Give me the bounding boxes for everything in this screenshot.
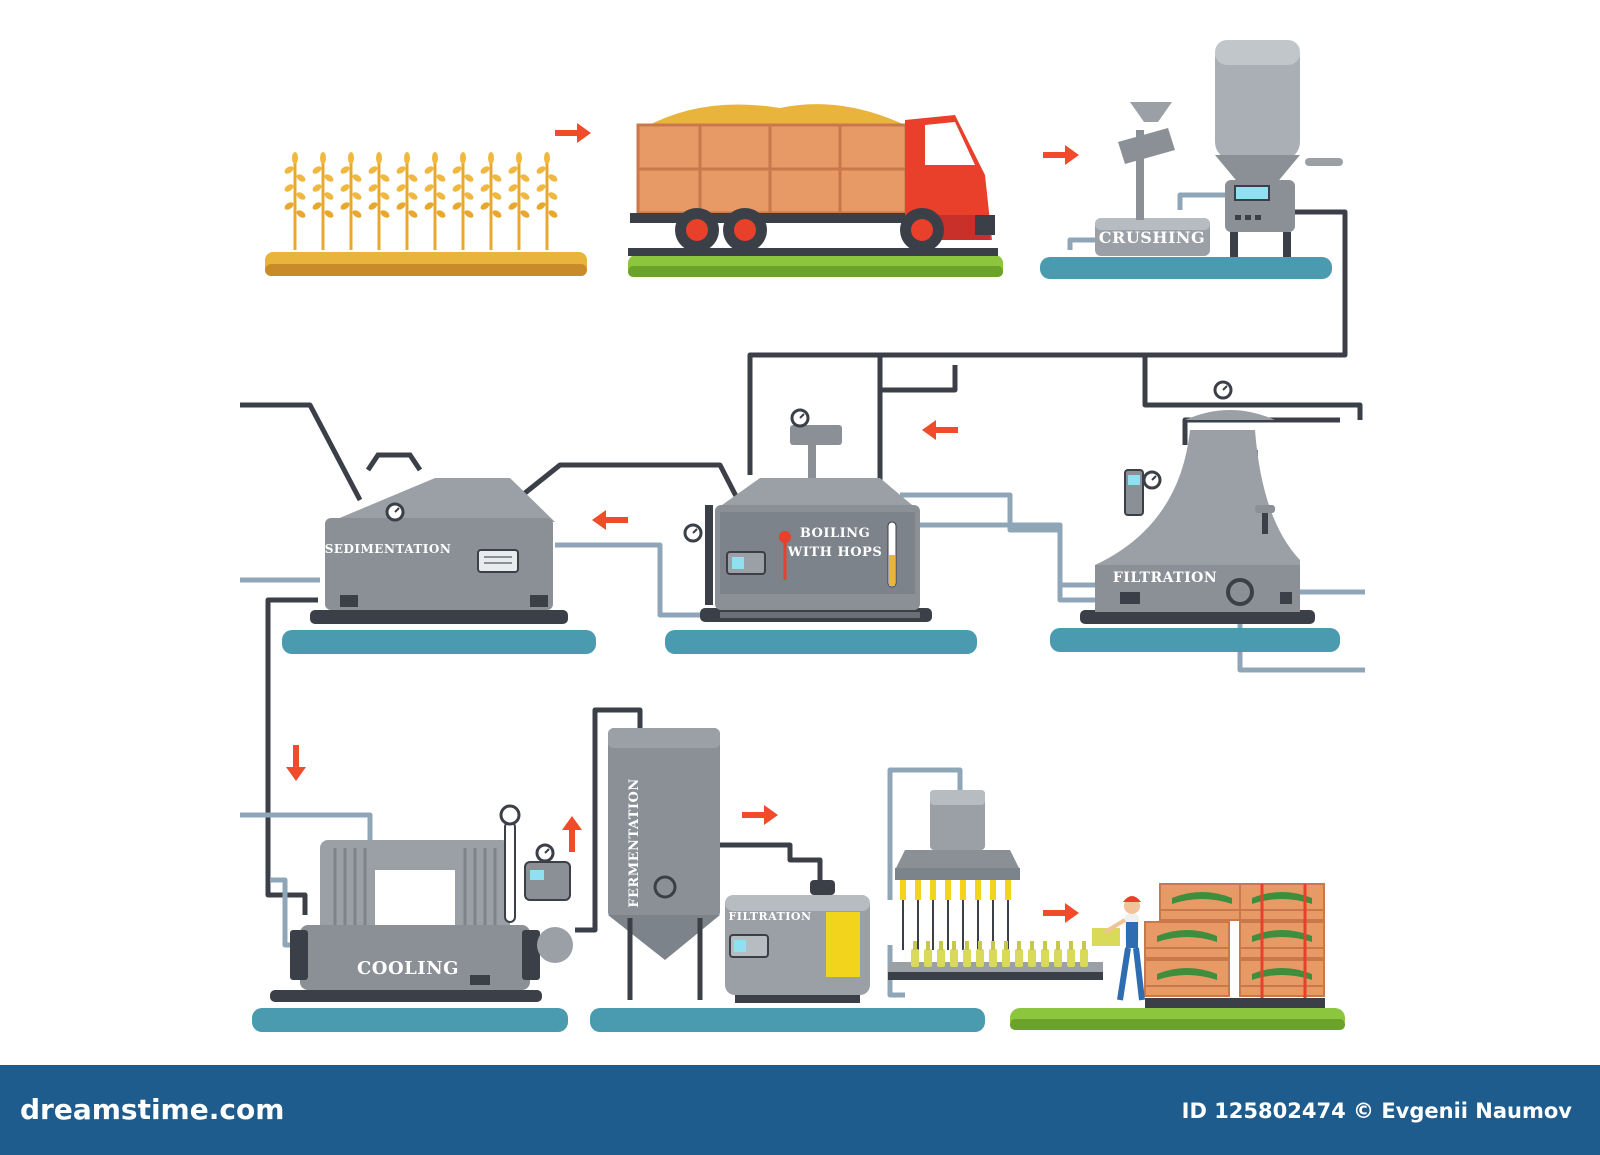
arrow-icon (1043, 903, 1079, 923)
arrow-icon (562, 816, 582, 852)
boiling-label-1: BOILING (800, 526, 870, 541)
fermentation-label: FERMENTATION (627, 778, 642, 907)
filtration-unit: FILTRATION (725, 880, 870, 1003)
arrow-icon (1043, 145, 1079, 165)
cooling-unit: COOLING (252, 804, 573, 1032)
truck-icon (628, 104, 1003, 277)
filtration-2-label: FILTRATION (728, 910, 811, 923)
pressure-gauge-icon (1213, 380, 1233, 400)
pressure-gauge-icon (385, 502, 405, 522)
crate-icon (1144, 883, 1325, 997)
arrow-icon (286, 745, 306, 781)
worker-icon (1092, 896, 1145, 1001)
arrow-icon (592, 510, 628, 530)
filtration-tank: FILTRATION (1050, 380, 1340, 652)
sedimentation-tank: SEDIMENTATION (282, 452, 596, 654)
bottling-machine (888, 790, 1103, 980)
footer-brand: dreamstime.com (20, 1093, 285, 1126)
brewing-process-diagram: CRUSHING FILTRATION (240, 40, 1365, 1032)
boiling-kettle: BOILING WITH HOPS (665, 408, 977, 654)
water-pipes (240, 192, 1365, 998)
pressure-gauge-icon (683, 523, 703, 543)
wheat-field-icon (265, 150, 587, 276)
boiling-label-2: WITH HOPS (787, 545, 882, 560)
arrow-icon (555, 123, 591, 143)
warehouse (1010, 883, 1345, 1030)
footer-bar: dreamstime.com ID 125802474 © Evgenii Na… (0, 1065, 1600, 1155)
crushing-label: CRUSHING (1099, 228, 1205, 247)
fermentation-tank: FERMENTATION (590, 728, 985, 1032)
crushing-machine: CRUSHING (1040, 40, 1343, 279)
arrow-icon (922, 420, 958, 440)
sedimentation-label: SEDIMENTATION (325, 542, 452, 556)
footer-credit: ID 125802474 © Evgenii Naumov (1181, 1099, 1572, 1123)
filtration-label: FILTRATION (1113, 570, 1217, 586)
arrow-icon (742, 805, 778, 825)
cooling-label: COOLING (357, 958, 459, 979)
pressure-gauge-icon (535, 843, 555, 863)
pressure-gauge-icon (1142, 470, 1162, 490)
pressure-gauge-icon (790, 408, 810, 428)
